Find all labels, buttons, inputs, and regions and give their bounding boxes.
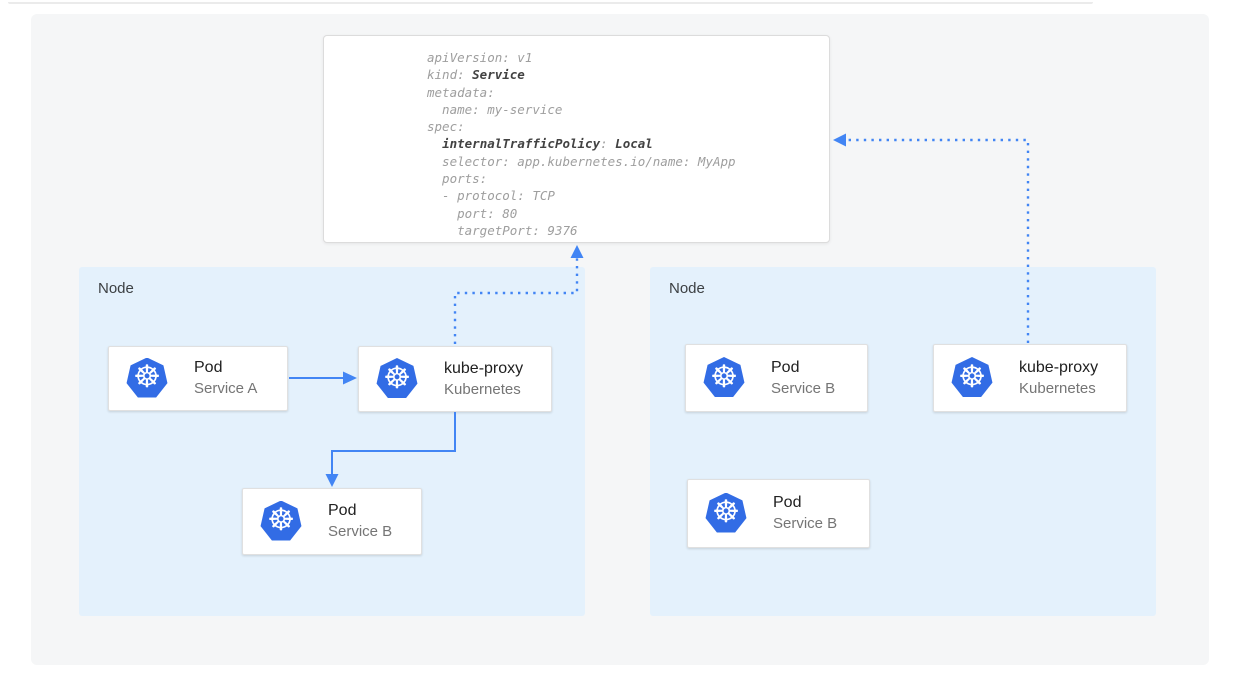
card-title: Pod bbox=[771, 358, 800, 376]
card-subtitle: Kubernetes bbox=[1019, 379, 1096, 397]
card-title: kube-proxy bbox=[1019, 358, 1099, 376]
yaml-line: port: 80 bbox=[427, 205, 518, 221]
card-subtitle: Service A bbox=[194, 380, 258, 397]
yaml-line: selector: app.kubernetes.io/name: MyApp bbox=[427, 153, 736, 169]
card-subtitle: Service B bbox=[771, 379, 836, 397]
node-box-right: Node Pod Service B kube-proxy Kubernetes… bbox=[650, 267, 1156, 616]
card-pod-service-b-right-top: Pod Service B bbox=[685, 344, 868, 412]
kubernetes-icon bbox=[260, 500, 302, 541]
node-box-left: Node Pod Service A kube-proxy Kubernetes… bbox=[79, 267, 585, 616]
node-label: Node bbox=[669, 280, 705, 297]
card-subtitle: Service B bbox=[328, 523, 393, 540]
kubernetes-icon bbox=[703, 357, 745, 397]
card-pod-service-b-right-bottom: Pod Service B bbox=[687, 479, 870, 548]
card-subtitle: Service B bbox=[773, 515, 838, 532]
yaml-line: - protocol: TCP bbox=[427, 188, 555, 204]
yaml-line: apiVersion: v1 bbox=[427, 50, 533, 65]
top-divider bbox=[8, 2, 1093, 4]
card-title: Pod bbox=[328, 502, 357, 519]
yaml-line: targetPort: 9376 bbox=[427, 222, 578, 238]
yaml-line: spec: bbox=[427, 119, 465, 135]
card-pod-service-a: Pod Service A bbox=[108, 346, 288, 411]
card-kube-proxy-left: kube-proxy Kubernetes bbox=[358, 346, 552, 412]
yaml-line: name: my-service bbox=[427, 101, 563, 117]
kubernetes-icon bbox=[376, 358, 418, 398]
yaml-line: kind: Service bbox=[427, 67, 525, 83]
card-pod-service-b-left: Pod Service B bbox=[242, 488, 422, 555]
kubernetes-icon bbox=[951, 357, 993, 397]
card-title: kube-proxy bbox=[444, 359, 524, 377]
card-subtitle: Kubernetes bbox=[444, 380, 521, 398]
yaml-line: internalTrafficPolicy: Local bbox=[442, 136, 653, 152]
node-label: Node bbox=[98, 280, 134, 297]
kubernetes-icon bbox=[705, 492, 747, 533]
kubernetes-icon bbox=[126, 357, 168, 398]
card-title: Pod bbox=[194, 359, 223, 376]
card-title: Pod bbox=[773, 494, 802, 511]
yaml-line: metadata: bbox=[427, 84, 495, 100]
card-kube-proxy-right: kube-proxy Kubernetes bbox=[933, 344, 1127, 412]
yaml-line: ports: bbox=[427, 171, 488, 187]
